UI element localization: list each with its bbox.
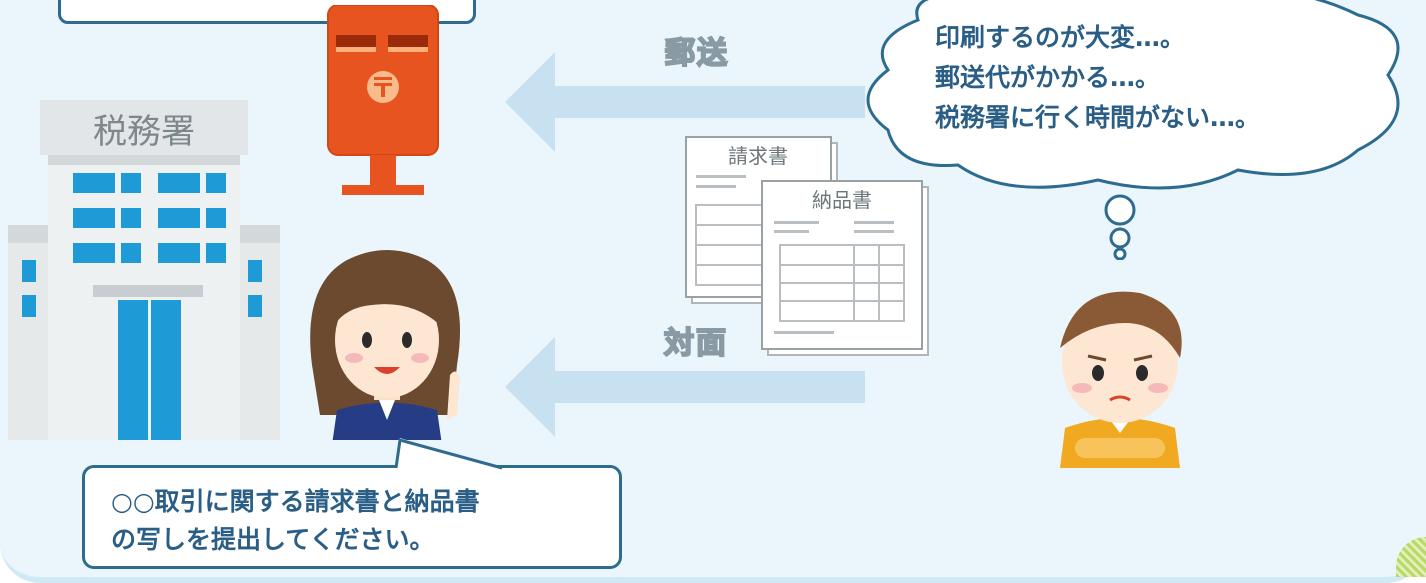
speech-bubble-tail (394, 438, 503, 470)
speech-bubble: ○○取引に関する請求書と納品書 の写しを提出してください。 (82, 465, 622, 569)
speech-line-2: の写しを提出してください。 (111, 525, 435, 554)
tax-office-sign: 税務署 (93, 112, 195, 152)
delivery-note-document: 納品書 (761, 180, 929, 356)
tax-office-building: 税務署 (8, 100, 280, 440)
mailbox (327, 5, 439, 195)
woman-character (310, 250, 461, 440)
thought-line-3: 税務署に行く時間がない…。 (935, 103, 1261, 132)
mail-label: 郵送 (664, 35, 729, 72)
man-character (1060, 291, 1182, 468)
documents-illustration: 請求書 納品書 (685, 136, 929, 356)
speech-line-1: ○○取引に関する請求書と納品書 (111, 487, 480, 516)
thought-line-2: 郵送代がかかる…。 (935, 63, 1161, 92)
in-person-arrow (505, 337, 865, 437)
mail-arrow (505, 52, 865, 152)
in-person-label: 対面 (663, 325, 728, 362)
invoice-title: 請求書 (728, 144, 788, 168)
thought-line-1: 印刷するのが大変…。 (935, 23, 1186, 52)
thought-bubble (866, 0, 1400, 260)
delivery-note-title: 納品書 (812, 188, 872, 212)
